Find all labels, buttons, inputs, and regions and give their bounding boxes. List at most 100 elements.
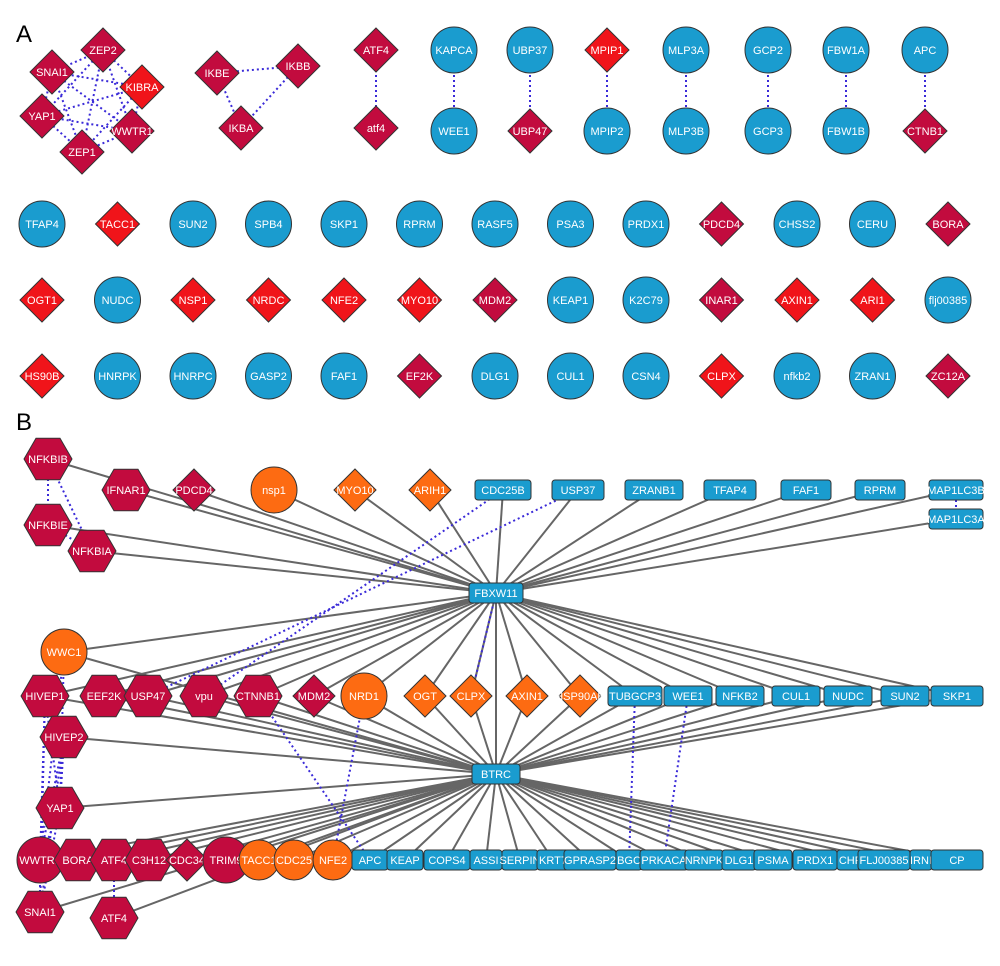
node-shape xyxy=(472,277,518,323)
node-label: ZEP1 xyxy=(68,147,96,159)
node-a-nfe2: NFE2 xyxy=(321,277,367,323)
node-b-ctnnb1: CTNNB1 xyxy=(233,674,283,718)
edge-b-btrc-prkaca xyxy=(495,773,665,861)
node-shape xyxy=(94,276,141,324)
node-shape xyxy=(773,352,821,400)
node-a-ogt1: OGT1 xyxy=(19,277,65,323)
node-shape xyxy=(59,129,105,175)
edge-b-fbxw11-map1lc3b xyxy=(495,489,957,594)
node-label: NUDC xyxy=(832,691,864,703)
node-a-mlp3b: MLP3B xyxy=(662,107,710,155)
edge-b-btrc-nfkb2 xyxy=(495,695,741,775)
edge-a-snai1-wwtr1 xyxy=(51,71,133,132)
node-b-zranb1: ZRANB1 xyxy=(624,479,684,501)
node-a-apc: APC xyxy=(901,26,949,74)
node-shape xyxy=(19,277,65,323)
edge-b-btrc-flj00385 xyxy=(495,773,885,861)
node-shape xyxy=(507,108,553,154)
node-shape xyxy=(471,200,519,248)
node-label: TACC1 xyxy=(241,855,276,867)
node-label: SNAI1 xyxy=(24,907,56,919)
node-label: UBP37 xyxy=(513,45,548,57)
node-a-zep1: ZEP1 xyxy=(59,129,105,175)
node-shape xyxy=(169,352,217,400)
node-label: YAP1 xyxy=(28,111,55,123)
node-shape xyxy=(320,200,368,248)
node-shape xyxy=(924,276,972,324)
node-label: ZC12A xyxy=(931,371,966,383)
node-b-ifnar1: IFNAR1 xyxy=(101,468,151,512)
edge-b-dotted-nfkbie-nfkbia xyxy=(47,524,93,552)
node-label: UBP47 xyxy=(513,126,548,138)
node-label: SERPIN xyxy=(500,855,541,867)
node-label: HSP90AB xyxy=(555,691,605,703)
node-label: GPRASP2 xyxy=(564,855,616,867)
node-a-csn4: CSN4 xyxy=(622,352,670,400)
edge-b-btrc-chpi xyxy=(495,773,853,861)
node-label: ZEP2 xyxy=(89,45,117,57)
node-a-sun2: SUN2 xyxy=(169,200,217,248)
node-shape xyxy=(547,276,594,324)
node-label: SUN2 xyxy=(890,691,919,703)
node-b-nfkbia: NFKBIA xyxy=(67,529,117,573)
node-b-axin1: AXIN1 xyxy=(505,674,549,718)
node-b-serpin: SERPIN xyxy=(500,849,541,871)
node-b-yap1: YAP1 xyxy=(35,786,85,830)
node-label: IKBE xyxy=(204,68,229,80)
node-label: PDCD4 xyxy=(175,485,212,497)
node-label: CERU xyxy=(857,219,888,231)
node-label: KRT7 xyxy=(539,855,567,867)
node-a-nrdc: NRDC xyxy=(245,277,292,323)
node-b-eef2k: EEF2K xyxy=(79,674,129,718)
node-shape xyxy=(662,107,710,155)
node-label: GASP2 xyxy=(250,371,287,383)
node-shape xyxy=(551,479,605,501)
edge-b-btrc-wee1 xyxy=(495,695,689,775)
edge-b-fbxw11-arih1 xyxy=(429,489,497,594)
edge-b-fbxw11-tubgcp3 xyxy=(495,592,636,697)
node-a-kapca: KAPCA xyxy=(430,26,478,74)
node-a-myo10: MYO10 xyxy=(396,277,443,323)
node-a-psa3: PSA3 xyxy=(547,200,594,248)
node-label: AXIN1 xyxy=(511,691,543,703)
node-shape xyxy=(119,64,165,110)
node-label: PSA3 xyxy=(556,219,584,231)
node-label: MPIP2 xyxy=(590,126,623,138)
node-label: HNRPK xyxy=(98,371,137,383)
node-b-map1lc3a: MAP1LC3A xyxy=(927,508,985,530)
node-label: NRNPK xyxy=(685,855,724,867)
node-shape xyxy=(780,479,832,501)
node-label: NRD1 xyxy=(349,691,379,703)
edge-b-btrc-ctnnb1 xyxy=(257,695,497,775)
node-label: NSP1 xyxy=(179,295,208,307)
node-shape xyxy=(547,352,594,400)
edge-b-btrc-mdm2 xyxy=(313,695,497,775)
node-shape xyxy=(19,93,65,139)
node-a-mpip2: MPIP2 xyxy=(583,107,631,155)
node-shape xyxy=(245,277,292,323)
node-label: MAP1LC3B xyxy=(927,485,984,497)
node-a-prdx1: PRDX1 xyxy=(622,200,670,248)
node-a-ubp47: UBP47 xyxy=(507,108,553,154)
node-a-bora: BORA xyxy=(925,201,971,247)
node-label: IKBB xyxy=(285,61,310,73)
node-shape xyxy=(353,105,399,151)
node-b-cul1: CUL1 xyxy=(771,685,821,707)
node-b-nfkb2: NFKB2 xyxy=(715,685,765,707)
node-shape xyxy=(901,26,949,74)
node-b-cdc34: CDC34 xyxy=(165,838,209,882)
node-label: CTNNB1 xyxy=(236,691,280,703)
node-a-tacc1: TACC1 xyxy=(94,201,141,247)
node-label: FLJ00385 xyxy=(860,855,909,867)
node-shape xyxy=(823,685,873,707)
node-shape xyxy=(169,200,217,248)
node-label: KEAP xyxy=(390,855,419,867)
node-b-pdcd4: PDCD4 xyxy=(172,468,216,512)
node-shape xyxy=(386,849,424,871)
node-b-nfe2: NFE2 xyxy=(312,839,354,881)
node-a-nfkb2: nfkb2 xyxy=(773,352,821,400)
node-label: TRIM9 xyxy=(210,855,243,867)
node-label: K2C79 xyxy=(629,295,663,307)
node-label: CSN4 xyxy=(631,371,660,383)
node-label: OGT1 xyxy=(27,295,57,307)
